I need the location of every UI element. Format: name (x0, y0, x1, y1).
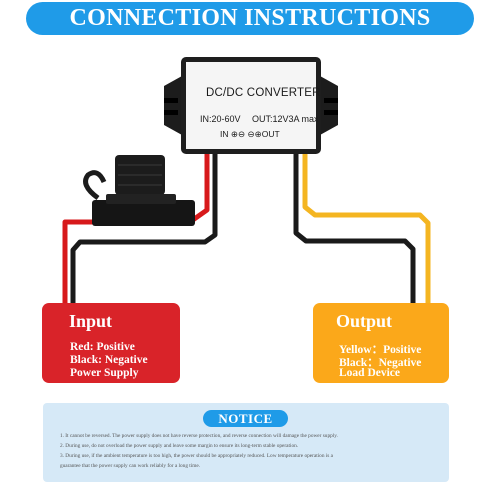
notice-item: 3. During use, if the ambient temperatur… (60, 453, 333, 459)
notice-title: NOTICE (218, 410, 273, 426)
converter-mounting-ears (164, 76, 338, 135)
header-banner: CONNECTION INSTRUCTIONS (26, 2, 474, 35)
output-yellow-label: Yellow：Positive (339, 344, 422, 356)
input-title: Input (69, 311, 113, 331)
output-black-label: Black：Negative (339, 357, 422, 369)
output-title: Output (336, 311, 393, 331)
dc-dc-converter: DC/DC CONVERTER IN:20-60V OUT:12V3A max … (181, 57, 321, 154)
converter-input-spec: IN:20-60V (200, 114, 241, 124)
notice-item: guarantee that the power supply can work… (60, 463, 201, 469)
notice-item: 1. It cannot be reversed. The power supp… (60, 433, 338, 439)
output-yellow-wire (302, 147, 431, 306)
page-title: CONNECTION INSTRUCTIONS (69, 5, 431, 31)
input-black-wire (70, 147, 218, 306)
converter-title: DC/DC CONVERTER (206, 87, 321, 99)
notice-item: 2. During use, do not overload the power… (60, 443, 299, 449)
converter-terminal-label: IN ⊕⊖ ⊖⊕OUT (220, 129, 280, 139)
input-red-label: Red: Positive (70, 341, 135, 353)
output-load-label: Load Device (339, 367, 401, 379)
notice-badge: NOTICE (203, 410, 288, 427)
input-source-label: Power Supply (70, 367, 139, 379)
output-black-wire (293, 147, 416, 306)
output-box: Output Yellow：Positive Black：Negative Lo… (313, 303, 449, 383)
converter-output-spec: OUT:12V3A max (252, 114, 319, 124)
fuse-holder (83, 155, 195, 226)
input-box: Input Red: Positive Black: Negative Powe… (42, 303, 180, 383)
input-black-label: Black: Negative (70, 354, 148, 366)
